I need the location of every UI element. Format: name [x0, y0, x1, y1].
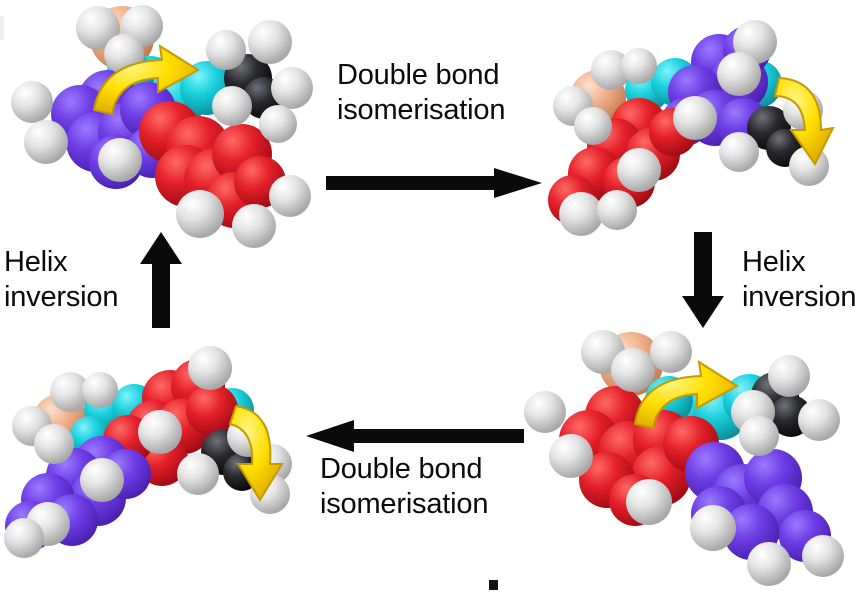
label-double-bond-isomerisation-top: Double bond isomerisation	[337, 59, 506, 126]
corner-artifact	[0, 16, 4, 40]
arrow-top-right	[326, 168, 542, 198]
label-double-bond-isomerisation-bottom: Double bond isomerisation	[320, 453, 489, 520]
arrow-left-up	[140, 232, 182, 328]
molecule-bottom-left	[2, 346, 320, 586]
bottom-edge-artifact	[489, 580, 498, 590]
arrow-bottom-left	[306, 420, 524, 452]
rotation-arrow-icon	[773, 76, 835, 166]
rotation-arrow-icon	[633, 359, 739, 430]
arrow-right-down	[682, 232, 724, 328]
rotation-arrow-icon	[228, 404, 284, 502]
molecule-top-left	[2, 2, 332, 264]
label-helix-inversion-right: Helix inversion	[742, 246, 857, 313]
label-helix-inversion-left: Helix inversion	[4, 246, 119, 313]
molecule-top-right	[543, 14, 858, 236]
molecule-bottom-right	[523, 316, 858, 586]
rotation-arrow-icon	[92, 43, 200, 116]
